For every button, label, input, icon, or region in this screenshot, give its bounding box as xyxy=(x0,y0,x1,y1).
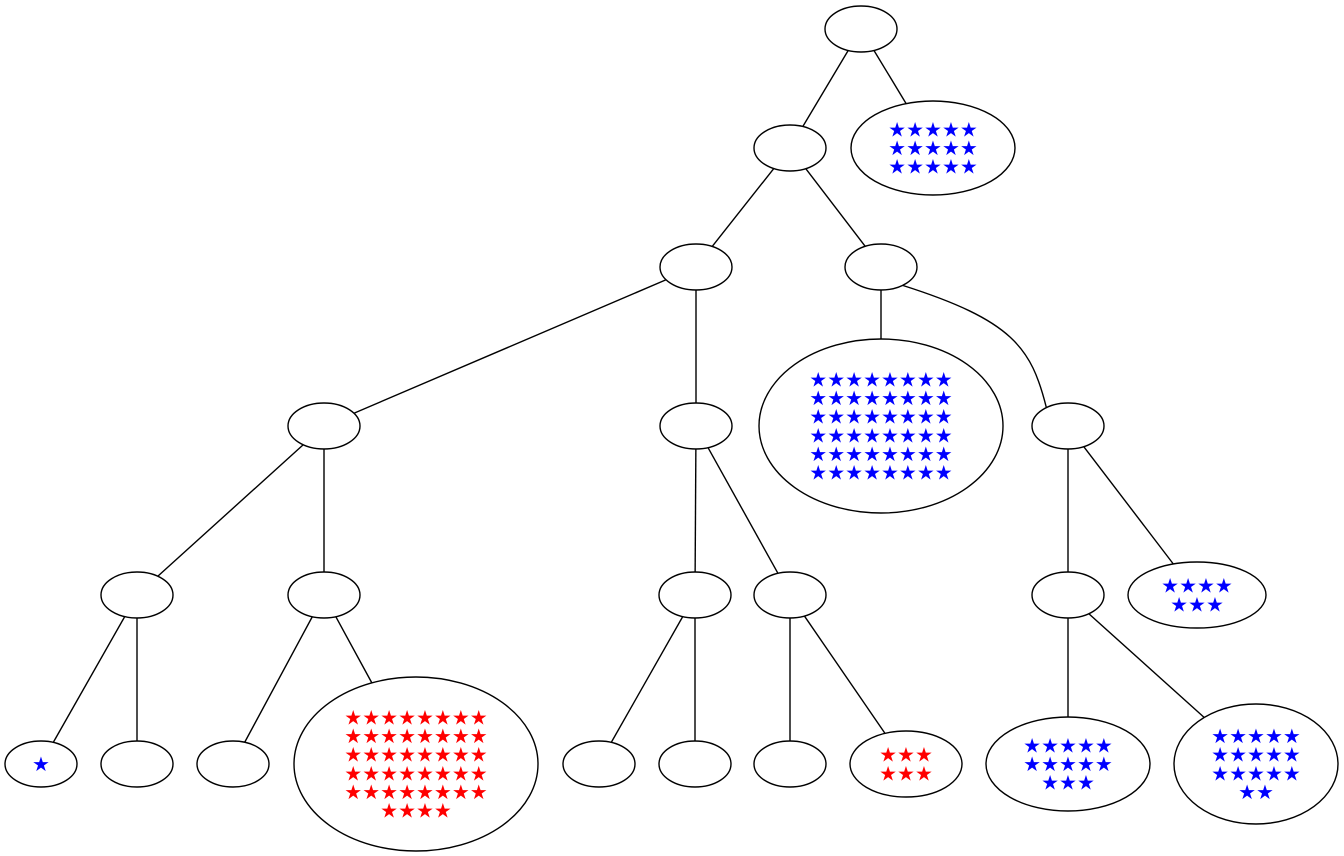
star-row: ★★★★★ xyxy=(1211,743,1301,767)
edge-n2-n4 xyxy=(711,168,775,247)
edge-n9-n15 xyxy=(1083,446,1174,565)
tree-node-n19: ★★★★★★★★★★★★★★★★★★★★★★★★★★★★★★★★★★★★★★★★… xyxy=(293,676,539,852)
tree-node-n11 xyxy=(287,571,361,619)
node-ellipse xyxy=(4,740,78,788)
edge-n5-n9 xyxy=(902,284,1048,408)
node-ellipse xyxy=(1031,402,1105,450)
edge-n1-n3 xyxy=(873,50,907,104)
tree-node-n9 xyxy=(1031,402,1105,450)
edge-n11-n18 xyxy=(244,616,313,743)
edge-n14-n25 xyxy=(1088,613,1205,718)
edge-n2-n5 xyxy=(805,168,866,247)
tree-node-n24: ★★★★★★★★★★★★★ xyxy=(985,716,1151,812)
tree-node-n23: ★★★★★★ xyxy=(849,730,963,798)
edge-n7-n13 xyxy=(707,447,779,574)
star-row: ★★★★★ xyxy=(888,117,978,141)
node-ellipse xyxy=(287,571,361,619)
edge-n6-n10 xyxy=(157,444,304,577)
edge-n10-n16 xyxy=(52,616,126,743)
tree-node-n17 xyxy=(100,740,174,788)
tree-node-n14 xyxy=(1031,571,1105,619)
star-row: ★★★★★★★★ xyxy=(809,386,952,410)
tree-node-n18 xyxy=(196,740,270,788)
star-row: ★★★★★★★★ xyxy=(344,761,487,785)
tree-node-n25: ★★★★★★★★★★★★★★★★★ xyxy=(1173,703,1339,825)
star-row: ★★★★★ xyxy=(1023,733,1113,757)
tree-node-n15: ★★★★★★★ xyxy=(1127,561,1267,629)
node-ellipse xyxy=(659,402,733,450)
tree-node-n5 xyxy=(844,243,918,291)
node-ellipse xyxy=(844,243,918,291)
star-row: ★★★★★ xyxy=(888,155,978,179)
star-row: ★★★★ xyxy=(380,799,452,823)
tree-node-n22 xyxy=(753,740,827,788)
star-row: ★★★ xyxy=(879,743,933,767)
node-ellipse xyxy=(100,571,174,619)
node-ellipse xyxy=(100,740,174,788)
star-row: ★★★★★★★★ xyxy=(809,423,952,447)
star-row: ★★★ xyxy=(879,761,933,785)
node-ellipse xyxy=(293,676,539,852)
tree-node-n8: ★★★★★★★★★★★★★★★★★★★★★★★★★★★★★★★★★★★★★★★★… xyxy=(758,338,1004,514)
star-row: ★★★★★★★★ xyxy=(344,780,487,804)
node-ellipse xyxy=(824,5,898,53)
tree-edges xyxy=(52,50,1205,743)
tree-node-n4 xyxy=(659,243,733,291)
edge-n13-n23 xyxy=(803,615,886,734)
node-ellipse xyxy=(196,740,270,788)
node-ellipse xyxy=(753,740,827,788)
node-ellipse xyxy=(985,716,1151,812)
star-row: ★★★★★★★★ xyxy=(344,743,487,767)
edge-n12-n20 xyxy=(610,616,684,743)
star-row: ★★★★★ xyxy=(1211,761,1301,785)
node-ellipse xyxy=(1127,561,1267,629)
star-row: ★★★ xyxy=(1041,771,1095,795)
node-ellipse xyxy=(753,124,827,172)
tree-node-n21 xyxy=(658,740,732,788)
node-ellipse xyxy=(658,571,732,619)
star-row: ★★★ xyxy=(1170,592,1224,616)
star-row: ★★★★★★★★ xyxy=(344,706,487,730)
star-row: ★★★★★★★★ xyxy=(809,368,952,392)
node-ellipse xyxy=(562,740,636,788)
node-ellipse xyxy=(849,730,963,798)
tree-node-n10 xyxy=(100,571,174,619)
tree-node-n20 xyxy=(562,740,636,788)
star-row: ★★★★★★★★ xyxy=(809,461,952,485)
node-ellipse xyxy=(1031,571,1105,619)
tree-node-n12 xyxy=(658,571,732,619)
tree-node-n16: ★ xyxy=(4,740,78,788)
edge-n11-n19 xyxy=(335,616,373,684)
tree-node-n2 xyxy=(753,124,827,172)
star-row: ★★★★★ xyxy=(1023,752,1113,776)
star-row: ★★★★★★★★ xyxy=(809,405,952,429)
star-row: ★★ xyxy=(1238,780,1274,804)
star-row: ★★★★★★★★ xyxy=(809,442,952,466)
star-row: ★ xyxy=(32,752,50,776)
star-row: ★★★★★ xyxy=(1211,724,1301,748)
tree-node-n13 xyxy=(753,571,827,619)
tree-nodes: ★★★★★★★★★★★★★★★★★★★★★★★★★★★★★★★★★★★★★★★★… xyxy=(4,5,1339,852)
tree-node-n7 xyxy=(659,402,733,450)
tree-node-n6 xyxy=(287,402,361,450)
node-ellipse xyxy=(850,100,1016,196)
star-row: ★★★★★★★★ xyxy=(344,724,487,748)
node-ellipse xyxy=(658,740,732,788)
edge-n1-n2 xyxy=(802,50,849,127)
node-ellipse xyxy=(753,571,827,619)
tree-node-n3: ★★★★★★★★★★★★★★★ xyxy=(850,100,1016,196)
node-ellipse xyxy=(659,243,733,291)
star-row: ★★★★★ xyxy=(888,136,978,160)
tree-node-n1 xyxy=(824,5,898,53)
node-ellipse xyxy=(287,402,361,450)
edge-n4-n6 xyxy=(353,279,667,414)
edge-n7-n12 xyxy=(694,448,697,573)
node-ellipse xyxy=(1173,703,1339,825)
node-ellipse xyxy=(758,338,1004,514)
star-row: ★★★★ xyxy=(1161,574,1233,598)
